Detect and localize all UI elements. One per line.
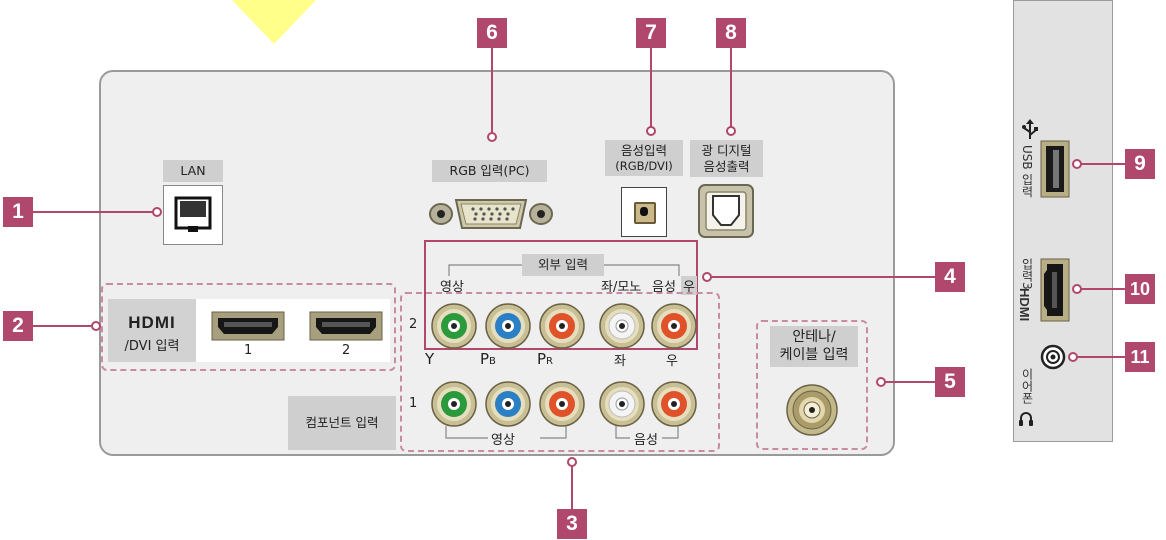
leader-6 xyxy=(491,48,493,134)
leader-6-dot xyxy=(487,132,497,142)
rgb-dsub-port xyxy=(429,199,553,229)
leader-5-dot xyxy=(876,377,886,387)
side-panel xyxy=(1013,0,1113,442)
leader-5 xyxy=(884,381,935,383)
leader-7-dot xyxy=(646,126,656,136)
hdmi-port-1-label: 1 xyxy=(244,343,253,358)
leader-2-dot xyxy=(91,321,101,331)
rca-row-2 xyxy=(431,303,697,349)
leader-8 xyxy=(730,48,732,128)
component-pb-main: P xyxy=(480,350,490,368)
external-audio-label: 음성 xyxy=(652,280,676,295)
badge-6: 6 xyxy=(477,18,507,48)
leader-10-dot xyxy=(1072,284,1082,294)
audio-in-label-line2: (RGB/DVI) xyxy=(615,158,673,173)
hdmi-port-2-label: 2 xyxy=(342,343,351,358)
component-dashed-box xyxy=(400,292,720,452)
optical-label-line2: 음성출력 xyxy=(703,158,750,174)
leader-9 xyxy=(1080,163,1125,165)
usb-port xyxy=(1040,140,1070,198)
badge-5: 5 xyxy=(935,367,965,397)
external-right-label: 우 xyxy=(681,276,697,295)
external-input-box xyxy=(424,240,698,350)
side-hdmi-label: 입력3 xyxy=(1020,258,1034,290)
leader-1 xyxy=(33,211,154,213)
leader-10 xyxy=(1080,288,1125,290)
antenna-label-line2: 케이블 입력 xyxy=(779,346,849,363)
lan-label: LAN xyxy=(163,160,223,182)
leader-11-dot xyxy=(1068,352,1078,362)
leader-4-dot xyxy=(702,272,712,282)
component-pb-label: PB xyxy=(480,350,496,368)
badge-10: 10 xyxy=(1125,274,1155,304)
external-video-label: 영상 xyxy=(440,280,464,295)
optical-label: 광 디지털 음성출력 xyxy=(690,140,763,178)
audio-in-label: 음성입력 (RGB/DVI) xyxy=(605,140,683,176)
side-earphone-label: 이어폰 xyxy=(1020,368,1034,404)
badge-7: 7 xyxy=(636,18,666,48)
antenna-coax-port xyxy=(786,384,838,436)
side-hdmi-port xyxy=(1040,258,1070,322)
badge-2: 2 xyxy=(3,311,33,341)
component-pr-sub: R xyxy=(546,356,553,367)
lan-jack-icon xyxy=(174,196,212,232)
component-y-label: Y xyxy=(425,350,435,368)
component-pb-sub: B xyxy=(489,356,496,367)
external-bracket xyxy=(448,264,680,276)
leader-7 xyxy=(650,48,652,128)
hdmi-label-box: HDMI /DVI 입력 xyxy=(108,299,196,362)
component-row2-label: 2 xyxy=(409,317,418,332)
component-title: 컴포넌트 입력 xyxy=(288,396,396,450)
component-row1-label: 1 xyxy=(409,396,418,411)
component-pr-label: PR xyxy=(537,350,553,368)
antenna-label: 안테나/ 케이블 입력 xyxy=(770,326,858,367)
badge-3: 3 xyxy=(557,509,587,539)
headphone-icon xyxy=(1019,412,1033,426)
badge-4: 4 xyxy=(935,262,965,292)
component-audio-group-label: 음성 xyxy=(634,433,658,448)
side-hdmi-brand: HDMI xyxy=(1017,288,1032,322)
leader-2 xyxy=(33,325,93,327)
yellow-pointer-shape xyxy=(232,0,316,44)
audio-in-label-line1: 음성입력 xyxy=(620,143,667,158)
leader-3-dot xyxy=(567,457,577,467)
leader-4 xyxy=(710,276,935,278)
external-input-title: 외부 입력 xyxy=(522,254,604,276)
audio-in-jack xyxy=(621,187,667,237)
earphone-jack xyxy=(1040,344,1066,370)
leader-3 xyxy=(571,465,573,509)
component-pr-main: P xyxy=(537,350,547,368)
component-left-label: 좌 xyxy=(614,354,626,369)
side-usb-label: USB 입력 xyxy=(1020,145,1034,198)
rca-row-1 xyxy=(431,381,697,427)
leader-1-dot xyxy=(152,207,162,217)
hdmi-dashed-box xyxy=(101,283,396,371)
component-group-brackets xyxy=(445,426,679,439)
hdmi-port-2 xyxy=(309,311,383,341)
badge-9: 9 xyxy=(1125,149,1155,179)
usb-icon xyxy=(1022,119,1038,139)
hdmi-port-1 xyxy=(211,311,285,341)
optical-out-port xyxy=(698,184,754,238)
hdmi-brand-logo: HDMI xyxy=(128,313,176,332)
hdmi-label: /DVI 입력 xyxy=(124,339,180,354)
badge-11: 11 xyxy=(1125,342,1155,372)
badge-1: 1 xyxy=(3,197,33,227)
leader-11 xyxy=(1076,356,1125,358)
badge-8: 8 xyxy=(716,18,746,48)
antenna-label-line1: 안테나/ xyxy=(792,329,836,345)
external-left-mono-label: 좌/모노 xyxy=(601,280,642,295)
optical-label-line1: 광 디지털 xyxy=(701,143,752,158)
antenna-dashed-box xyxy=(756,320,868,450)
leader-8-dot xyxy=(726,126,736,136)
component-video-group-label: 영상 xyxy=(491,433,515,448)
component-right-label: 우 xyxy=(666,354,678,369)
rgb-label: RGB 입력(PC) xyxy=(432,160,547,182)
lan-port xyxy=(163,185,223,245)
leader-9-dot xyxy=(1072,159,1082,169)
